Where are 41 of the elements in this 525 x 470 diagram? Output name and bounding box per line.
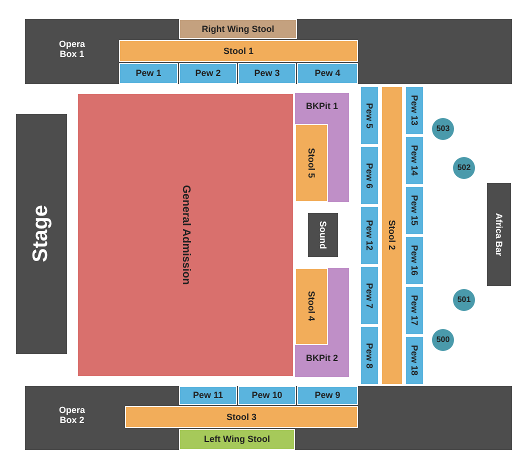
seating-section: Pew 2 <box>179 63 237 84</box>
section-label: BKPit 1 <box>304 101 339 112</box>
seating-section: Pew 4 <box>297 63 358 84</box>
seating-section: Stool 5 <box>295 124 328 202</box>
seating-section: Pew 3 <box>238 63 296 84</box>
stage-block: Stage <box>15 113 68 355</box>
seating-section: Pew 5 <box>360 86 379 145</box>
seating-section: Left Wing Stool <box>179 429 295 450</box>
sound-booth: Sound <box>307 212 339 258</box>
seating-section: Pew 6 <box>360 146 379 205</box>
seating-section <box>295 93 349 202</box>
table-circle: 503 <box>432 118 454 140</box>
seating-section: Pew 7 <box>360 266 379 325</box>
section-label: Opera Box 2 <box>58 405 86 426</box>
table-circle: 501 <box>453 289 475 311</box>
seating-section: General Admission <box>77 93 294 377</box>
seating-section: Pew 15 <box>405 186 424 235</box>
seating-section: Pew 10 <box>238 386 296 405</box>
seating-section: Pew 17 <box>405 286 424 335</box>
section-label: BKPit 2 <box>304 353 339 364</box>
seating-section: Stool 3 <box>125 406 358 428</box>
seating-section: Pew 14 <box>405 136 424 185</box>
seating-section: Pew 16 <box>405 236 424 285</box>
seating-section: Pew 1 <box>119 63 178 84</box>
seating-section: Stool 4 <box>295 268 328 345</box>
seating-section: Right Wing Stool <box>179 19 297 39</box>
seating-block <box>25 386 512 450</box>
table-circle: 502 <box>453 157 475 179</box>
seating-section: Pew 13 <box>405 86 424 135</box>
seating-section <box>295 268 349 377</box>
seating-section: Pew 8 <box>360 326 379 385</box>
seating-section: Pew 9 <box>297 386 358 405</box>
bar-block: Africa Bar <box>486 182 512 287</box>
section-label: Opera Box 1 <box>58 39 86 60</box>
seating-section: Pew 18 <box>405 336 424 385</box>
seating-section: Stool 1 <box>119 40 358 62</box>
seating-section: Pew 12 <box>360 206 379 265</box>
table-circle: 500 <box>432 329 454 351</box>
seating-section: Stool 2 <box>381 86 403 385</box>
seating-section: Pew 11 <box>179 386 237 405</box>
seating-block <box>25 19 512 84</box>
